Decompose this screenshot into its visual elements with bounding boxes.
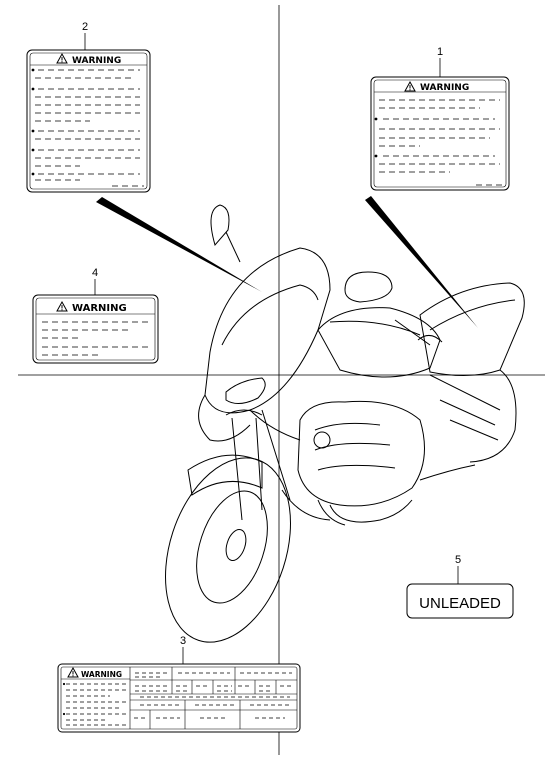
label-3-title: WARNING (81, 670, 122, 679)
callout-2: 2 (82, 21, 88, 33)
label-4: 4 WARNING (32, 267, 159, 364)
callout-3: 3 (180, 635, 186, 647)
callout-1: 1 (437, 46, 443, 58)
callout-5: 5 (455, 554, 461, 566)
bullet-dot-icon (31, 172, 35, 176)
bullet-dot-icon (31, 148, 35, 152)
motorcycle-outline (165, 204, 525, 643)
label-5: 5 UNLEADED (406, 554, 514, 619)
label-4-title: WARNING (72, 303, 127, 314)
label-2-title: WARNING (72, 56, 121, 66)
bullet-dot-icon (62, 682, 66, 686)
label-3: 3 WARNING (57, 635, 301, 733)
label-2: 2 WARNING (26, 21, 151, 193)
bullet-dot-icon (31, 129, 35, 133)
callout-4: 4 (92, 267, 98, 279)
bullet-dot-icon (374, 117, 378, 121)
bullet-dot-icon (374, 154, 378, 158)
label-1-title: WARNING (420, 83, 469, 93)
leader-lines (96, 196, 478, 328)
unleaded-text: UNLEADED (419, 595, 501, 612)
bullet-dot-icon (31, 68, 35, 72)
bullet-dot-icon (31, 87, 35, 91)
label-1: 1 WARNING (370, 46, 510, 191)
bullet-dot-icon (62, 712, 66, 716)
